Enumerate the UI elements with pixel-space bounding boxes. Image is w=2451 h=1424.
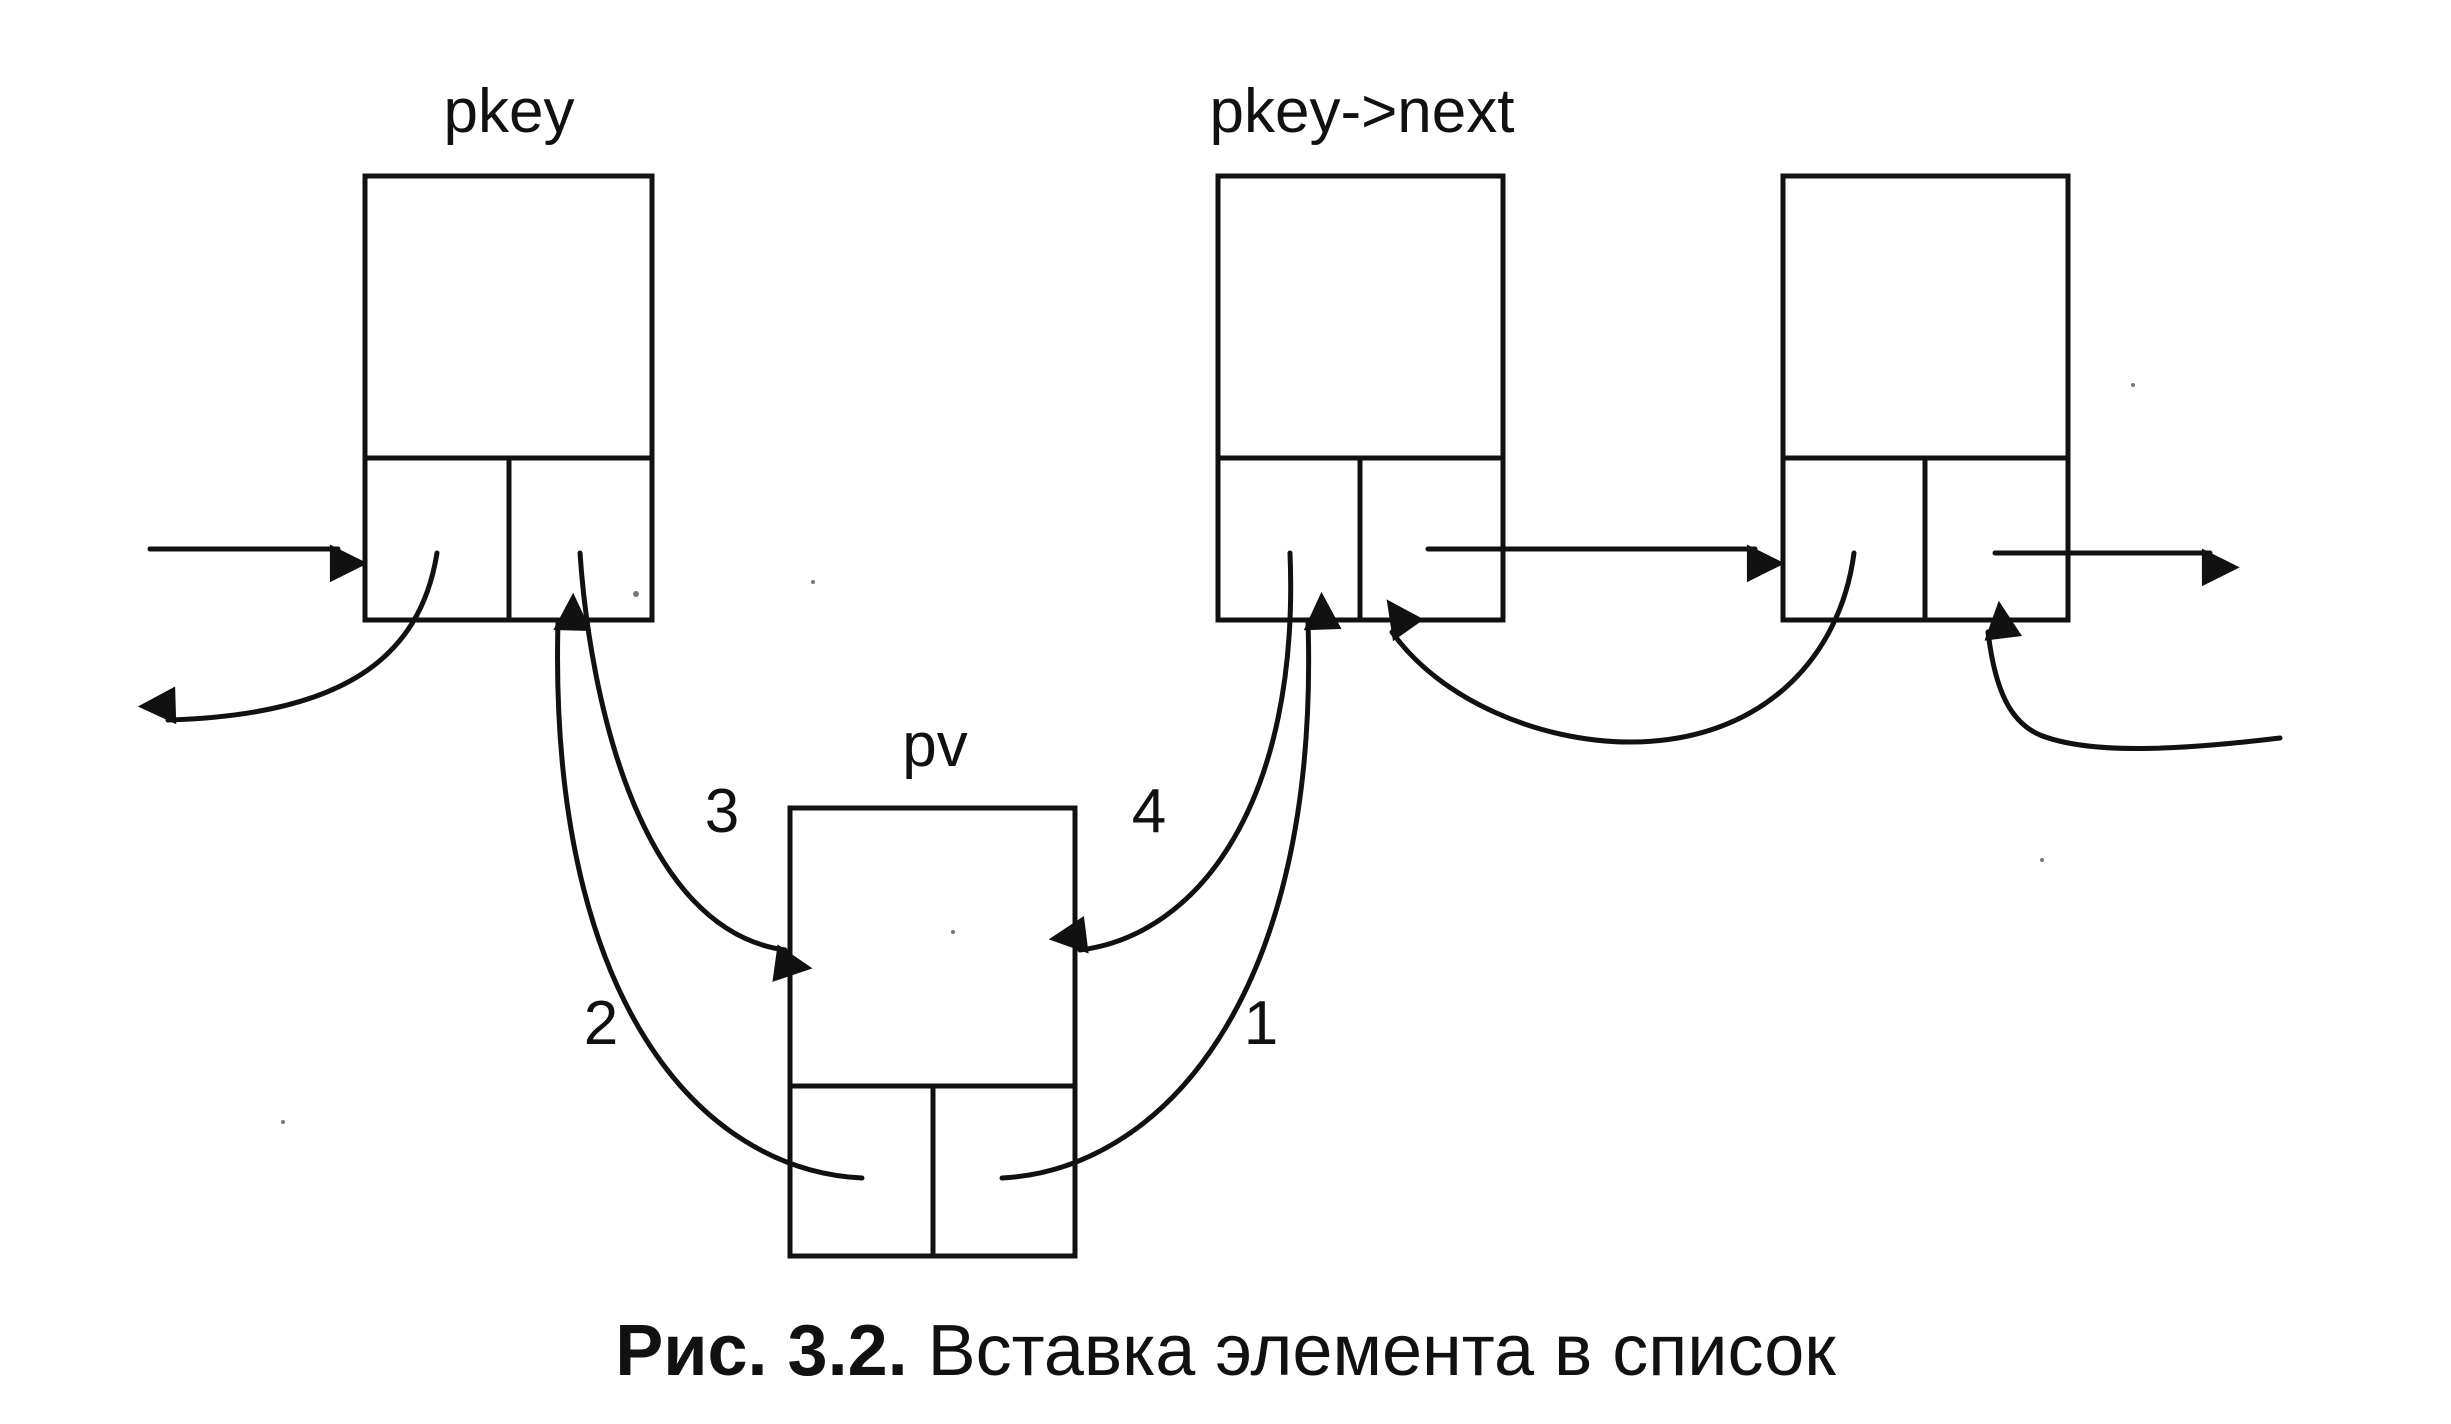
node-pv — [787, 805, 1078, 1259]
label-pkey-next: pkey->next — [1209, 77, 1514, 146]
node-pkey — [362, 173, 655, 623]
figure-caption: Рис. 3.2. Вставка элемента в список — [0, 1310, 2451, 1392]
following-prev-arrow — [1386, 550, 1857, 745]
scan-specks — [281, 383, 2135, 1124]
label-pkey: pkey — [444, 77, 575, 146]
step1-arrow — [999, 591, 1342, 1181]
step4-arrow — [1048, 550, 1294, 954]
label-pv: pv — [902, 711, 967, 780]
step-number-2: 2 — [584, 989, 618, 1058]
step-number-1: 1 — [1244, 989, 1278, 1058]
node-following — [1780, 173, 2071, 623]
pkey-prev-arrow — [137, 550, 440, 725]
figure-number: Рис. 3.2. — [615, 1311, 908, 1391]
step-number-3: 3 — [705, 777, 739, 846]
step-number-4: 4 — [1132, 777, 1166, 846]
incoming-prev-arrow-right — [1984, 600, 2283, 751]
node-pkey-next — [1215, 173, 1506, 623]
step2-arrow — [553, 592, 865, 1181]
caption-text: Вставка элемента в список — [927, 1311, 1836, 1391]
